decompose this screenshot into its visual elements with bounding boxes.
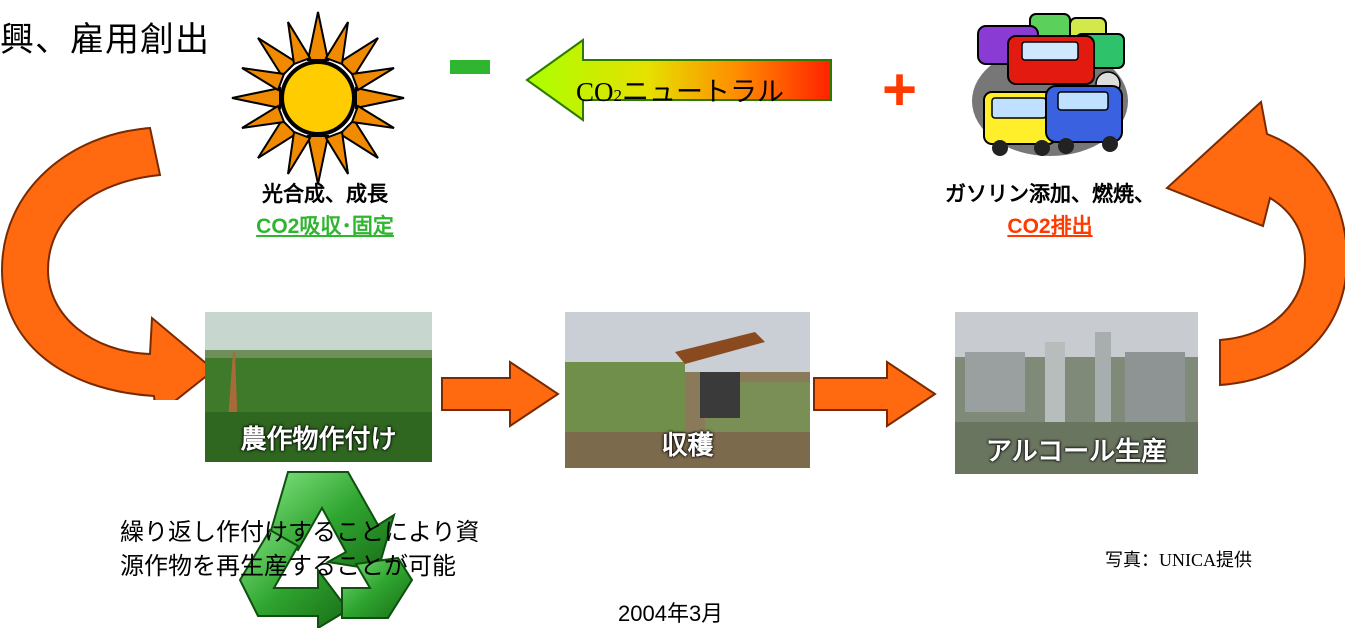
arrow-harvest-to-production <box>812 360 937 428</box>
alcohol-production-label: アルコール生産 <box>985 436 1168 466</box>
harvest-photo: 収穫 <box>565 312 810 468</box>
photosynthesis-line: 光合成、成長 <box>262 183 388 206</box>
minus-sign <box>450 60 490 74</box>
recycle-icon <box>238 470 414 630</box>
curved-arrow-left <box>0 120 216 418</box>
crop-planting-photo: 農作物作付け <box>205 312 432 462</box>
cycle-description-line1: 繰り返し作付けすることにより資 <box>120 519 480 546</box>
alcohol-production-photo: アルコール生産 <box>955 312 1198 474</box>
co2-absorption-line: CO2吸収･固定 <box>256 215 394 238</box>
arrow-planting-to-harvest <box>440 360 560 428</box>
co2-emission-line: CO2排出 <box>1007 215 1093 238</box>
title-fragment: 興、雇用創出 <box>0 21 210 59</box>
cars-icon <box>970 6 1140 166</box>
plus-sign: + <box>882 56 918 123</box>
date-footer: 2004年3月 <box>618 601 724 626</box>
co2-neutral-label: CO2ニュートラル <box>576 77 785 107</box>
co2-neutral-arrow <box>525 38 835 122</box>
harvest-label: 収穫 <box>661 430 714 460</box>
photo-credit: 写真：UNICA提供 <box>1105 550 1252 570</box>
photosynthesis-caption: 光合成、成長 CO2吸収･固定 <box>200 178 450 240</box>
cycle-description-line2: 源作物を再生産することが可能 <box>120 553 456 580</box>
combustion-caption: ガソリン添加、燃焼、 CO2排出 <box>900 178 1200 240</box>
curved-arrow-right <box>1165 100 1345 400</box>
crop-planting-label: 農作物作付け <box>240 424 397 454</box>
cycle-description: 繰り返し作付けすることにより資 源作物を再生産することが可能 <box>120 516 480 584</box>
sun-icon <box>230 10 406 186</box>
combustion-line: ガソリン添加、燃焼、 <box>945 183 1155 206</box>
